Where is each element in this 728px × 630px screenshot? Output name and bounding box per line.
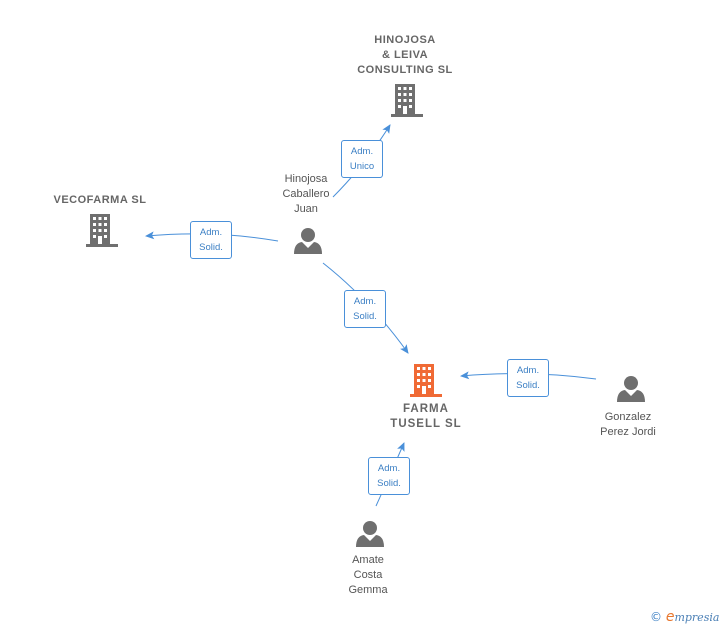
edge-label-gonzalez-farma: Adm. Solid.	[507, 359, 549, 397]
edge-label-line2: Solid.	[377, 478, 401, 489]
person-icon	[294, 228, 322, 254]
edge-label-line1: Adm.	[350, 146, 374, 157]
company-label-hinojosa-leiva[interactable]: HINOJOSA & LEIVA CONSULTING SL	[357, 34, 453, 76]
copyright-icon: ©	[650, 610, 662, 624]
edge-label-line2: Solid.	[199, 242, 223, 253]
edge-label-line2: Solid.	[353, 311, 377, 322]
edge-label-line2: Solid.	[516, 380, 540, 391]
edge-label-line2: Unico	[349, 161, 375, 172]
copyright-footer: © empresia	[650, 609, 719, 625]
edge-label-hinojosa-leiva: Adm. Unico	[341, 140, 383, 178]
person-icon	[356, 521, 384, 547]
person-label-amate[interactable]: Amate Costa Gemma	[348, 554, 388, 596]
person-label-hinojosa-juan[interactable]: Hinojosa Caballero Juan	[282, 173, 330, 215]
edge-label-line1: Adm.	[353, 296, 377, 307]
company-label-vecofarma[interactable]: VECOFARMA SL	[53, 194, 147, 206]
edge-label-amate-farma: Adm. Solid.	[368, 457, 410, 495]
company-label-farma-tusell[interactable]: FARMA TUSELL SL	[390, 403, 462, 430]
building-icon	[391, 84, 423, 117]
building-icon-main	[410, 364, 442, 397]
person-icon	[617, 376, 645, 402]
edge-label-vecofarma: Adm. Solid.	[190, 221, 232, 259]
edge-label-line1: Adm.	[377, 463, 401, 474]
brand-logo-initial: e	[665, 609, 675, 625]
building-icon	[86, 214, 118, 247]
person-label-gonzalez[interactable]: Gonzalez Perez Jordi	[600, 411, 656, 438]
brand-logo-text: mpresia	[674, 611, 720, 624]
edge-label-hinojosa-juan-farma: Adm. Solid.	[344, 290, 386, 328]
edge-label-line1: Adm.	[199, 227, 223, 238]
edge-label-line1: Adm.	[516, 365, 540, 376]
